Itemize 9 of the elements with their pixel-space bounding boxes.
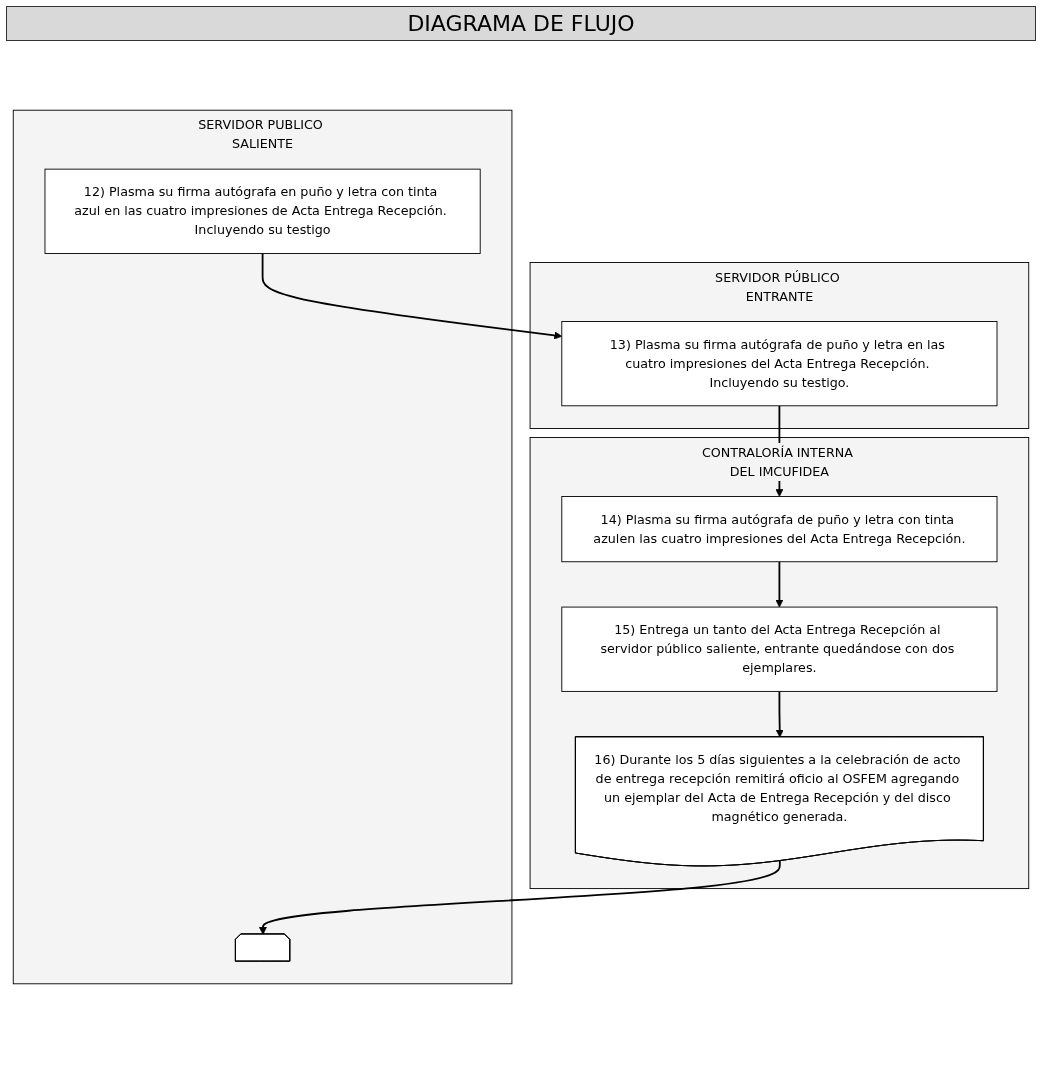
arrow bbox=[258, 860, 781, 935]
node-box: 15) Entrega un tanto del Acta Entrega Recepción al servidor público saliente, entrante quedándose con dos ejemplares. bbox=[561, 606, 998, 692]
node-box: 14) Plasma su firma autógrafa de puño y letra con tinta azulen las cuatro impresiones del Acta Entrega Recepción. bbox=[561, 496, 998, 563]
node-box: 13) Plasma su firma autógrafa de puño y letra en las cuatro impresiones del Acta Entrega Recepción. Incluyendo su testigo. bbox=[561, 321, 998, 407]
arrow bbox=[775, 690, 784, 738]
node-box: 12) Plasma su firma autógrafa en puño y letra con tinta azul en las cuatro impresiones de Acta Entrega Recepción. Incluyendo su testigo bbox=[44, 168, 481, 254]
arrow bbox=[775, 560, 784, 608]
diagram-title: DIAGRAMA DE FLUJO bbox=[6, 6, 1036, 41]
arrow bbox=[261, 252, 563, 340]
